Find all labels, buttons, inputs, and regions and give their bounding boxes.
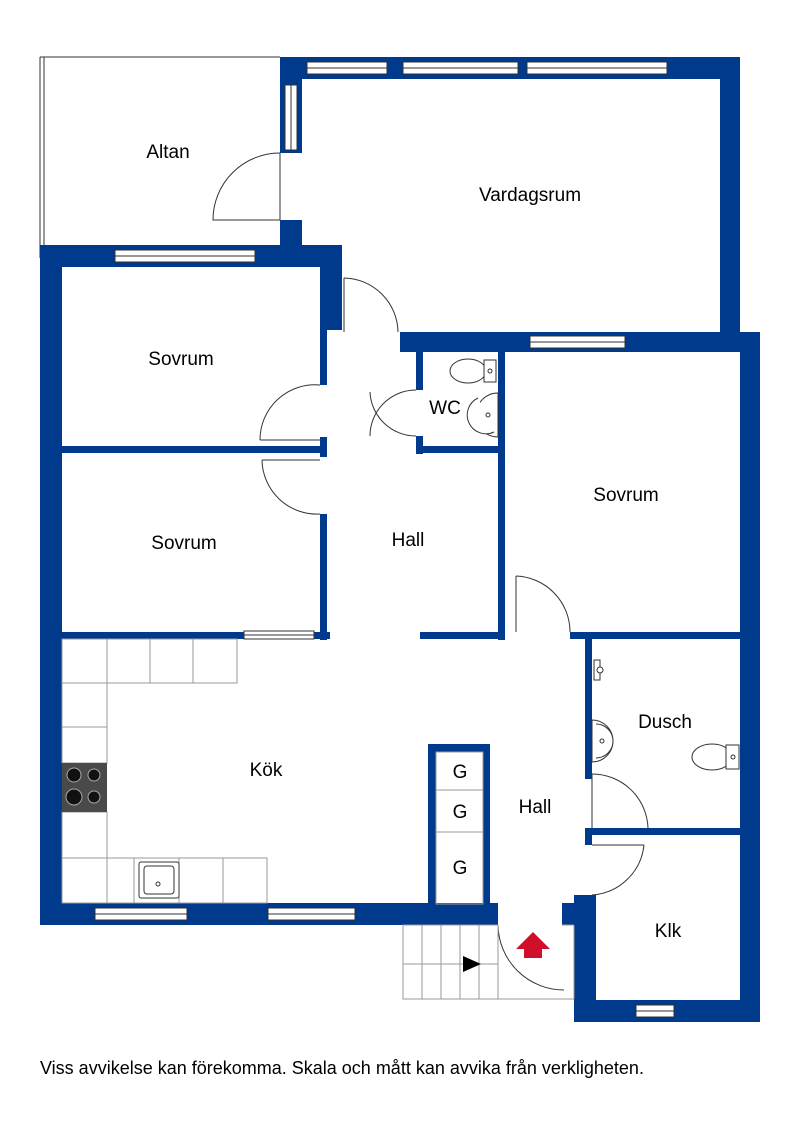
stove-icon	[62, 763, 107, 812]
room-label-sovrum-3: Sovrum	[593, 485, 658, 506]
floor-plan: Altan Vardagsrum Sovrum WC Sovrum Hall S…	[39, 56, 760, 1022]
disclaimer-text: Viss avvikelse kan förekomma. Skala och …	[40, 1058, 644, 1078]
stairs	[402, 924, 499, 1000]
shower-basin-icon	[591, 719, 614, 763]
room-label-vardagsrum: Vardagsrum	[479, 185, 581, 206]
terrace-outline	[39, 56, 280, 258]
room-label-hall-lower: Hall	[519, 797, 552, 818]
room-label-sovrum-2: Sovrum	[151, 533, 216, 554]
shower-fixture-icon	[593, 659, 604, 681]
entrance-landing	[497, 924, 575, 1000]
toilet-icon	[449, 358, 497, 384]
closet-label: G	[453, 762, 468, 783]
windows	[94, 61, 675, 1018]
closet-label: G	[453, 858, 468, 879]
room-label-klk: Klk	[655, 921, 682, 942]
room-label-dusch: Dusch	[638, 712, 692, 733]
entrance-arrow-icon	[516, 932, 550, 958]
room-label-sovrum-1: Sovrum	[148, 349, 213, 370]
washbasin-icon	[466, 392, 499, 438]
room-label-altan: Altan	[146, 142, 189, 163]
stairs-direction-icon	[463, 956, 481, 972]
doors	[212, 152, 649, 991]
shower-toilet-icon	[691, 743, 740, 771]
closet-block	[435, 751, 484, 905]
closet-label: G	[453, 802, 468, 823]
room-label-wc: WC	[429, 398, 461, 419]
room-label-hall-upper: Hall	[392, 530, 425, 551]
sink-icon	[138, 861, 180, 899]
room-label-kok: Kök	[250, 760, 283, 781]
